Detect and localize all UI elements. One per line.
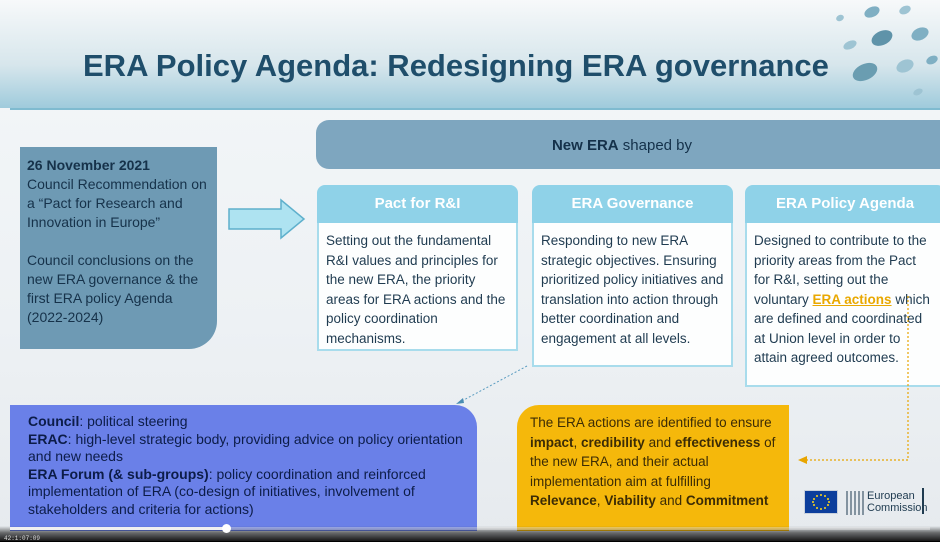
video-timecode: 42:1:07:09 [4,535,41,542]
right-arrow-icon [228,198,306,240]
commission-wordmark: European Commission [867,490,928,514]
title-divider [10,108,940,110]
recommendation-date: 26 November 2021 [27,157,150,173]
logo-divider [922,488,924,514]
title-band [0,0,940,108]
policy-agenda-text-2: which are defined and coordinated at Uni… [754,291,930,366]
new-era-shaped-by-banner: New ERA shaped by [316,120,940,169]
pact-header: Pact for R&I [317,185,518,223]
policy-agenda-header: ERA Policy Agenda [745,185,940,223]
council-recommendation-box: 26 November 2021 Council Recommendation … [20,147,217,349]
eu-flag-icon [804,490,838,514]
conclusions-text: Council conclusions on the new ERA gover… [27,252,199,325]
video-progress-track[interactable] [10,527,930,530]
new-era-label: New ERA [551,137,619,154]
slide-title: ERA Policy Agenda: Redesigning ERA gover… [83,48,829,83]
era-actions-link[interactable]: ERA actions [812,291,892,307]
era-forum-line: ERA Forum (& sub-groups): policy coordin… [28,465,426,517]
policy-agenda-text-1: Designed to contribute to the priority a… [754,233,927,307]
recommendation-text: Council Recommendation on a “Pact for Re… [27,176,207,230]
governance-header: ERA Governance [532,185,733,223]
governance-structure-box: Council: political steering ERAC: high-l… [10,405,477,531]
erac-line: ERAC: high-level strategic body, providi… [28,430,463,465]
era-actions-box: The ERA actions are identified to ensure… [517,405,789,531]
decorative-dots-icon [836,5,938,96]
video-player-bar [0,526,940,541]
video-progress-fill [10,527,227,530]
governance-body: Responding to new ERA strategic objectiv… [532,223,733,367]
european-commission-logo: European Commission [800,485,930,525]
video-scrubber-handle[interactable] [221,524,231,533]
pact-body: Setting out the fundamental R&I values a… [317,223,518,351]
council-line: Council: political steering [28,413,188,429]
berlaymont-icon [846,491,864,515]
shaped-by-label: shaped by [618,137,693,154]
